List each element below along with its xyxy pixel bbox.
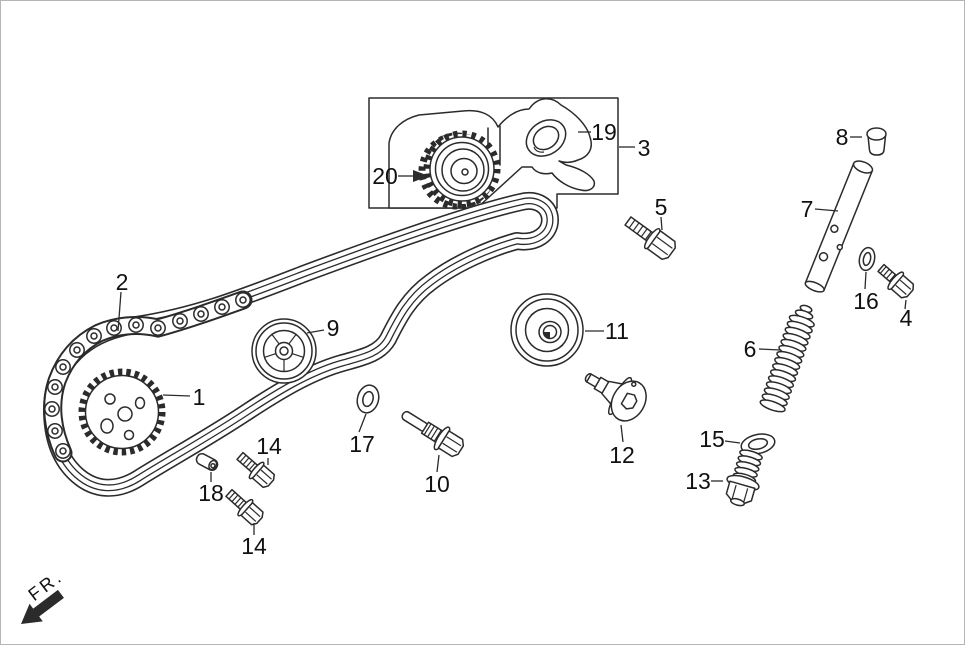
hex-bolt-14b	[225, 488, 264, 526]
front-arrow-icon	[21, 589, 64, 624]
part-label-9: 9	[327, 315, 340, 341]
part-label-3: 3	[638, 135, 651, 161]
part-label-5: 5	[655, 194, 668, 220]
washer-17	[356, 384, 380, 414]
tensioner-spring	[759, 304, 815, 413]
leader-lines	[117, 131, 907, 535]
callout-arrowhead-20	[413, 170, 429, 182]
tensioner-sprocket	[418, 130, 501, 210]
hex-bolt-5	[624, 216, 676, 261]
tensioner-screw	[725, 449, 763, 507]
part-label-17: 17	[349, 431, 375, 457]
guide-roller-rear	[510, 293, 584, 367]
arm-pivot-hole	[525, 119, 567, 157]
flange-bolt-4	[877, 263, 915, 299]
part-label-18: 18	[198, 480, 224, 506]
cam-chain-links	[43, 290, 253, 463]
washer-16	[858, 246, 876, 272]
sealing-washer	[740, 433, 776, 455]
part-labels: 1 2 3 4 5 6 7 8 9 10 11 12 13 14 14 15 1…	[116, 119, 913, 559]
part-label-14b: 14	[241, 533, 267, 559]
dowel-pin	[195, 452, 219, 472]
part-label-16: 16	[853, 288, 879, 314]
cam-chain	[43, 192, 559, 497]
front-direction-marker: FR.	[21, 566, 67, 624]
part-label-14a: 14	[256, 433, 282, 459]
flange-bolt-10	[401, 410, 465, 458]
part-label-12: 12	[609, 442, 635, 468]
part-label-13: 13	[685, 468, 711, 494]
part-label-20: 20	[372, 163, 398, 189]
guide-roller-front	[251, 318, 317, 384]
pivot-bolt	[584, 373, 647, 422]
hex-bolt-14a	[236, 451, 276, 489]
part-label-15: 15	[699, 426, 725, 452]
part-label-4: 4	[900, 305, 913, 331]
part-label-6: 6	[744, 336, 757, 362]
detail-box-frame	[368, 97, 619, 209]
tensioner-push-rod	[804, 160, 874, 293]
tensioner-cap	[866, 127, 887, 156]
part-label-1: 1	[193, 384, 206, 410]
cam-sprocket	[78, 368, 166, 456]
part-label-11: 11	[605, 318, 629, 344]
part-label-10: 10	[424, 471, 450, 497]
part-label-2: 2	[116, 269, 129, 295]
part-label-7: 7	[801, 196, 814, 222]
part-label-19: 19	[591, 119, 617, 145]
part-label-8: 8	[836, 124, 849, 150]
